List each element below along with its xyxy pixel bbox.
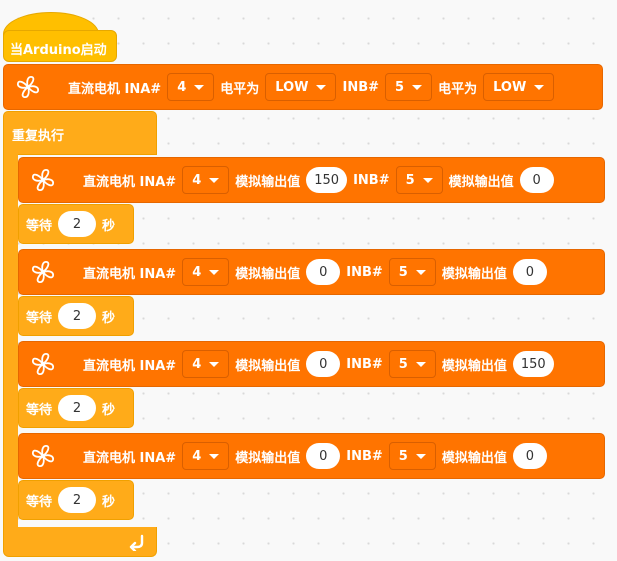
inb-label: INB# bbox=[353, 172, 390, 188]
fan-icon bbox=[25, 162, 61, 198]
wait-seconds-input[interactable]: 2 bbox=[58, 487, 97, 513]
level-dropdown-2[interactable]: LOW bbox=[483, 73, 555, 101]
motor-label: 直流电机 INA# bbox=[83, 174, 177, 190]
ina-dropdown[interactable]: 4 bbox=[167, 73, 215, 101]
fan-icon bbox=[25, 438, 61, 474]
inb-dropdown[interactable]: 5 bbox=[388, 350, 436, 378]
inb-label: INB# bbox=[346, 356, 383, 372]
analog-label-1: 模拟输出值 bbox=[235, 450, 301, 466]
wait-label: 等待 bbox=[26, 310, 53, 326]
start-block-label: 当Arduino启动 bbox=[10, 43, 107, 58]
loop-arm bbox=[3, 154, 18, 528]
analog-value-2-input[interactable]: 0 bbox=[519, 167, 554, 193]
wait-seconds-input[interactable]: 2 bbox=[58, 303, 97, 329]
motor-analog-block[interactable]: 直流电机 INA# 4 模拟输出值 150 INB# 5 模拟输出值 0 bbox=[18, 157, 605, 203]
inb-dropdown[interactable]: 5 bbox=[388, 258, 436, 286]
analog-label-2: 模拟输出值 bbox=[441, 358, 507, 374]
analog-value-1-input[interactable]: 150 bbox=[306, 167, 348, 193]
analog-value-2-input[interactable]: 0 bbox=[512, 259, 547, 285]
motor-label: 直流电机 INA# bbox=[83, 450, 177, 466]
analog-label-2: 模拟输出值 bbox=[441, 266, 507, 282]
analog-value-2-input[interactable]: 150 bbox=[512, 351, 554, 377]
loop-arrow-icon bbox=[128, 533, 146, 555]
wait-unit-label: 秒 bbox=[102, 310, 116, 326]
inb-label: INB# bbox=[342, 79, 380, 95]
ina-dropdown[interactable]: 4 bbox=[182, 442, 230, 470]
ina-dropdown[interactable]: 4 bbox=[182, 350, 230, 378]
analog-value-1-input[interactable]: 0 bbox=[306, 443, 341, 469]
analog-value-1-input[interactable]: 0 bbox=[306, 351, 341, 377]
fan-icon bbox=[25, 346, 61, 382]
inb-dropdown[interactable]: 5 bbox=[395, 166, 443, 194]
wait-block[interactable]: 等待 2 秒 bbox=[18, 296, 134, 336]
start-block[interactable]: 当Arduino启动 bbox=[3, 30, 117, 62]
loop-label: 重复执行 bbox=[12, 129, 65, 144]
ina-dropdown[interactable]: 4 bbox=[182, 166, 230, 194]
loop-foot bbox=[3, 527, 157, 557]
chevron-down-icon bbox=[415, 361, 426, 367]
level-dropdown-1[interactable]: LOW bbox=[265, 73, 337, 101]
wait-block[interactable]: 等待 2 秒 bbox=[18, 480, 134, 520]
motor-analog-block[interactable]: 直流电机 INA# 4 模拟输出值 0 INB# 5 模拟输出值 150 bbox=[18, 341, 605, 387]
ina-dropdown[interactable]: 4 bbox=[182, 258, 230, 286]
wait-block[interactable]: 等待 2 秒 bbox=[18, 388, 134, 428]
wait-unit-label: 秒 bbox=[102, 218, 116, 234]
motor-level-block[interactable]: 直流电机 INA# 4 电平为 LOW INB# 5 电平为 LOW bbox=[3, 64, 603, 110]
chevron-down-icon bbox=[209, 453, 220, 459]
fan-icon bbox=[10, 69, 46, 105]
inb-label: INB# bbox=[346, 448, 383, 464]
chevron-down-icon bbox=[422, 177, 433, 183]
inb-dropdown[interactable]: 5 bbox=[388, 442, 436, 470]
wait-unit-label: 秒 bbox=[102, 402, 116, 418]
chevron-down-icon bbox=[316, 84, 327, 90]
forever-loop-block[interactable]: 重复执行 bbox=[3, 111, 157, 155]
wait-block[interactable]: 等待 2 秒 bbox=[18, 204, 134, 244]
chevron-down-icon bbox=[415, 269, 426, 275]
fan-icon bbox=[25, 254, 61, 290]
wait-seconds-input[interactable]: 2 bbox=[58, 395, 97, 421]
wait-label: 等待 bbox=[26, 218, 53, 234]
wait-label: 等待 bbox=[26, 402, 53, 418]
motor-analog-block[interactable]: 直流电机 INA# 4 模拟输出值 0 INB# 5 模拟输出值 0 bbox=[18, 433, 605, 479]
inb-label: INB# bbox=[346, 264, 383, 280]
chevron-down-icon bbox=[209, 361, 220, 367]
level-label-1: 电平为 bbox=[220, 81, 260, 97]
wait-seconds-input[interactable]: 2 bbox=[58, 211, 97, 237]
chevron-down-icon bbox=[534, 84, 545, 90]
analog-label-2: 模拟输出值 bbox=[448, 174, 514, 190]
chevron-down-icon bbox=[415, 453, 426, 459]
analog-value-1-input[interactable]: 0 bbox=[306, 259, 341, 285]
level-label-2: 电平为 bbox=[438, 81, 478, 97]
chevron-down-icon bbox=[209, 177, 220, 183]
wait-unit-label: 秒 bbox=[102, 494, 116, 510]
analog-label-1: 模拟输出值 bbox=[235, 174, 301, 190]
analog-label-2: 模拟输出值 bbox=[441, 450, 507, 466]
analog-label-1: 模拟输出值 bbox=[235, 358, 301, 374]
chevron-down-icon bbox=[194, 84, 205, 90]
chevron-down-icon bbox=[412, 84, 423, 90]
analog-value-2-input[interactable]: 0 bbox=[512, 443, 547, 469]
inb-dropdown[interactable]: 5 bbox=[385, 73, 433, 101]
chevron-down-icon bbox=[209, 269, 220, 275]
motor-analog-block[interactable]: 直流电机 INA# 4 模拟输出值 0 INB# 5 模拟输出值 0 bbox=[18, 249, 605, 295]
wait-label: 等待 bbox=[26, 494, 53, 510]
analog-label-1: 模拟输出值 bbox=[235, 266, 301, 282]
motor-label: 直流电机 INA# bbox=[83, 358, 177, 374]
motor-label: 直流电机 INA# bbox=[68, 81, 162, 97]
motor-label: 直流电机 INA# bbox=[83, 266, 177, 282]
